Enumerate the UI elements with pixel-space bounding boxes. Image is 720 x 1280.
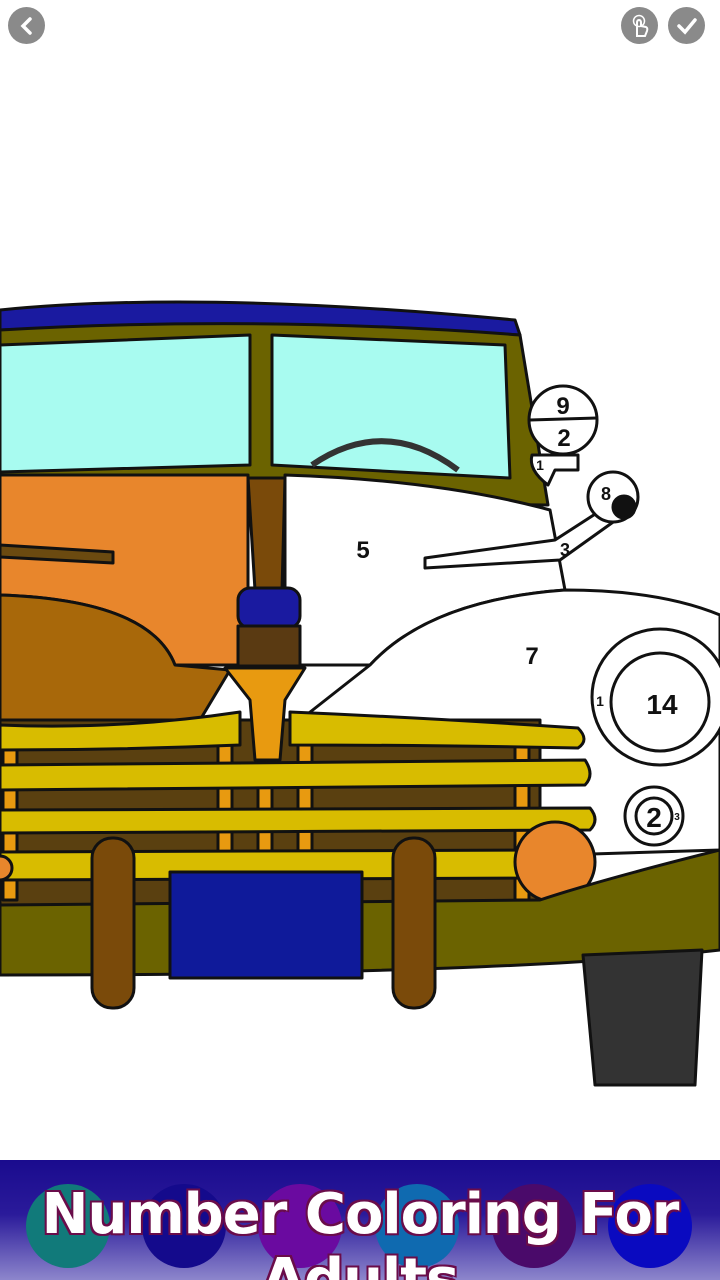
hand-pointer-icon — [632, 14, 648, 37]
color-dot — [26, 1184, 110, 1268]
tire — [581, 948, 704, 1087]
done-button[interactable] — [668, 7, 705, 44]
color-dot — [492, 1184, 576, 1268]
hint-button[interactable] — [621, 7, 658, 44]
color-dot — [258, 1184, 342, 1268]
windshield-left — [0, 333, 252, 474]
region-number[interactable]: 2 — [557, 425, 570, 452]
hood-left-lower — [0, 593, 232, 722]
region-number[interactable]: 14 — [646, 689, 678, 720]
checkmark-icon — [676, 17, 697, 35]
region-number[interactable]: 9 — [556, 393, 569, 420]
coloring-canvas[interactable]: 5 7 9 2 1 8 3 14 1 2 3 — [0, 0, 720, 1160]
back-icon — [20, 16, 32, 35]
region-number[interactable]: 1 — [536, 457, 544, 473]
promo-banner: Number Coloring For Adults — [0, 1160, 720, 1280]
banner-title: Number Coloring For Adults — [41, 1182, 680, 1280]
back-button[interactable] — [8, 7, 45, 44]
region-number[interactable]: 7 — [525, 643, 538, 670]
region-number[interactable]: 5 — [356, 537, 369, 564]
region-number[interactable]: 3 — [674, 812, 680, 823]
color-dot — [608, 1184, 692, 1268]
windshield-right — [270, 333, 512, 480]
region-number[interactable]: 3 — [560, 540, 570, 560]
region-number[interactable]: 2 — [646, 802, 662, 833]
region-number[interactable]: 1 — [596, 693, 604, 709]
color-dot — [142, 1184, 226, 1268]
color-dot — [375, 1184, 459, 1268]
region-number[interactable]: 8 — [601, 484, 611, 504]
